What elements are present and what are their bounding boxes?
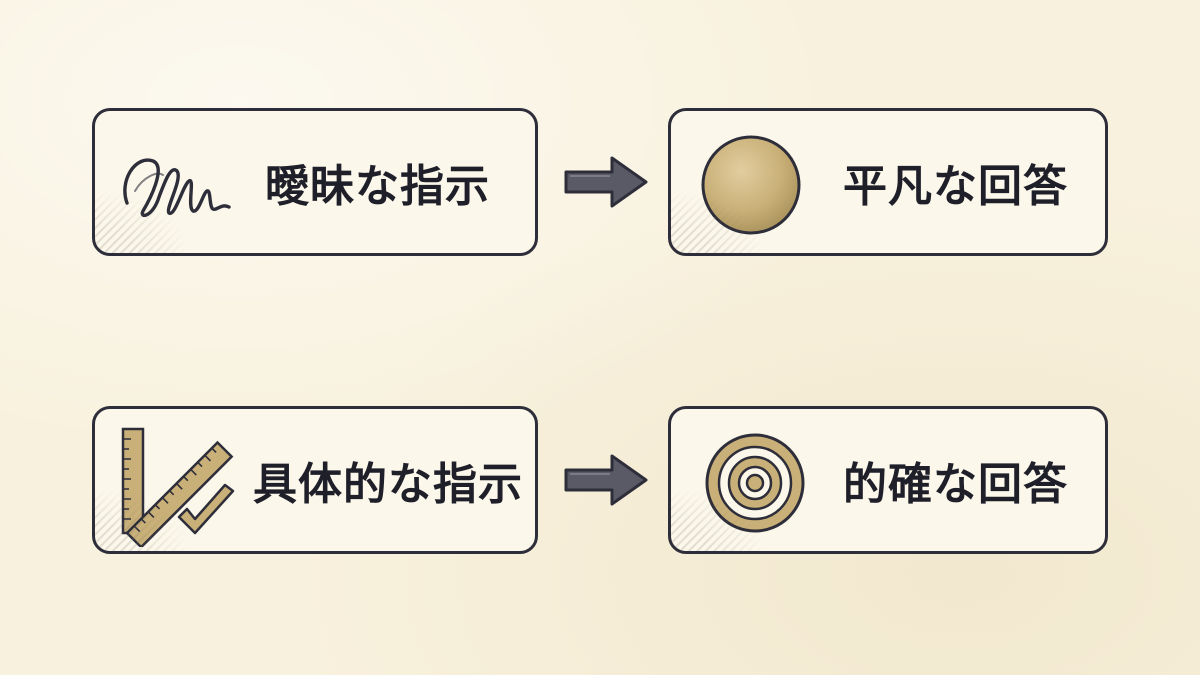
right-arrow-icon (564, 156, 648, 208)
scribble-icon (123, 158, 231, 218)
specific-instruction-label: 具体的な指示 (253, 459, 523, 510)
target-icon (705, 433, 805, 533)
ruler-check-icon (121, 427, 235, 547)
vague-instruction-label: 曖昧な指示 (265, 161, 490, 212)
plain-circle-icon (701, 135, 801, 235)
vague-instruction-card: 曖昧な指示 (92, 108, 538, 256)
precise-answer-card: 的確な回答 (668, 406, 1108, 554)
ordinary-answer-card: 平凡な回答 (668, 108, 1108, 256)
right-arrow-icon (564, 454, 648, 506)
precise-answer-label: 的確な回答 (843, 459, 1068, 510)
ordinary-answer-label: 平凡な回答 (843, 161, 1068, 212)
specific-instruction-card: 具体的な指示 (92, 406, 538, 554)
